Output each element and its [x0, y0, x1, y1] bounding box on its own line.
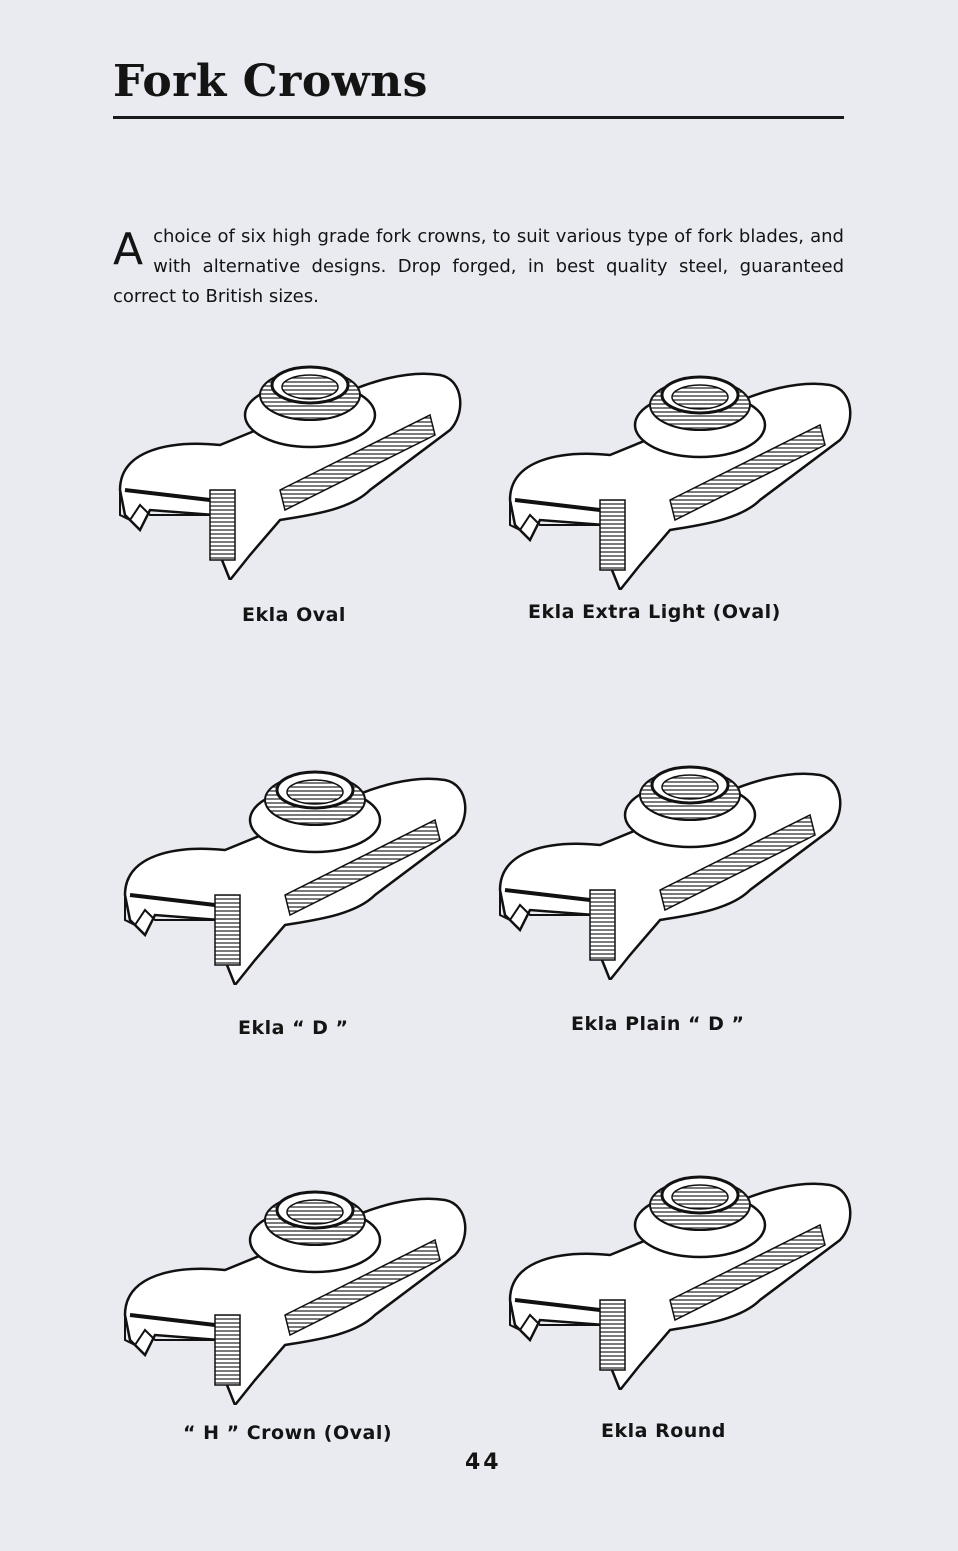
page-number: 44 [465, 1450, 502, 1475]
page-title: Fork Crowns [113, 56, 428, 107]
illustration-ekla-plain-d [490, 740, 850, 982]
illustration-ekla-d [115, 745, 475, 987]
caption-ekla-plain-d: Ekla Plain “ D ” [571, 1013, 745, 1035]
illustration-ekla-round [500, 1150, 860, 1392]
drop-cap: A [113, 224, 144, 275]
caption-h-crown: “ H ” Crown (Oval) [183, 1422, 393, 1444]
intro-text: choice of six high grade fork crowns, to… [113, 226, 844, 307]
illustration-ekla-oval [110, 340, 470, 582]
illustration-ekla-extra-light [500, 350, 860, 592]
illustration-h-crown [115, 1165, 475, 1407]
caption-ekla-oval: Ekla Oval [242, 604, 346, 626]
title-rule [113, 116, 844, 119]
caption-ekla-d: Ekla “ D ” [238, 1017, 349, 1039]
caption-ekla-round: Ekla Round [601, 1420, 726, 1442]
caption-ekla-extra-light: Ekla Extra Light (Oval) [528, 601, 781, 623]
